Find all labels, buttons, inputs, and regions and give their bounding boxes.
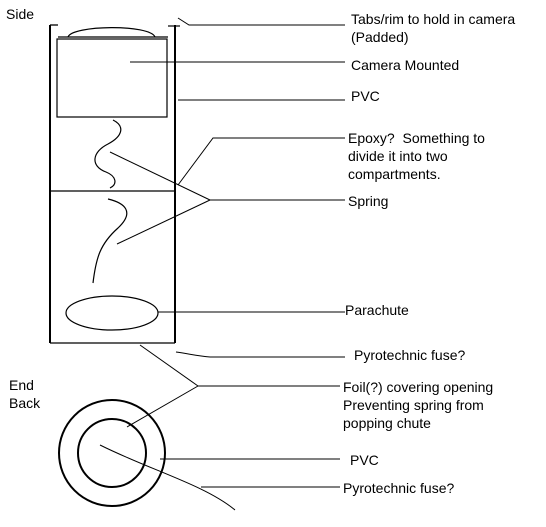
camera-box [56,38,168,118]
label-fuse-side: Pyrotechnic fuse? [354,347,466,363]
view-label-side: Side [6,6,35,22]
label-spring: Spring [348,193,389,209]
label-tabs-rim: Tabs/rim to hold in camera (Padded) [351,11,516,45]
label-pvc-side: PVC [351,88,380,104]
spring-upper [94,119,122,189]
leader-lines [99,17,345,511]
label-parachute: Parachute [345,302,409,318]
pvc-tube-side [49,24,176,344]
pvc-ring-inner [77,418,147,488]
parachute-shape [65,295,159,331]
view-label-end-back: End Back [9,377,41,411]
label-epoxy: Epoxy? Something to divide it into two c… [348,130,485,182]
label-camera-mounted: Camera Mounted [351,57,460,73]
tabs-rim [67,27,156,38]
pvc-ring-outer [58,399,166,507]
spring-lower [92,198,128,284]
label-foil: Foil(?) covering opening Preventing spri… [343,379,494,431]
label-fuse-end: Pyrotechnic fuse? [343,480,455,496]
label-pvc-end: PVC [350,452,379,468]
